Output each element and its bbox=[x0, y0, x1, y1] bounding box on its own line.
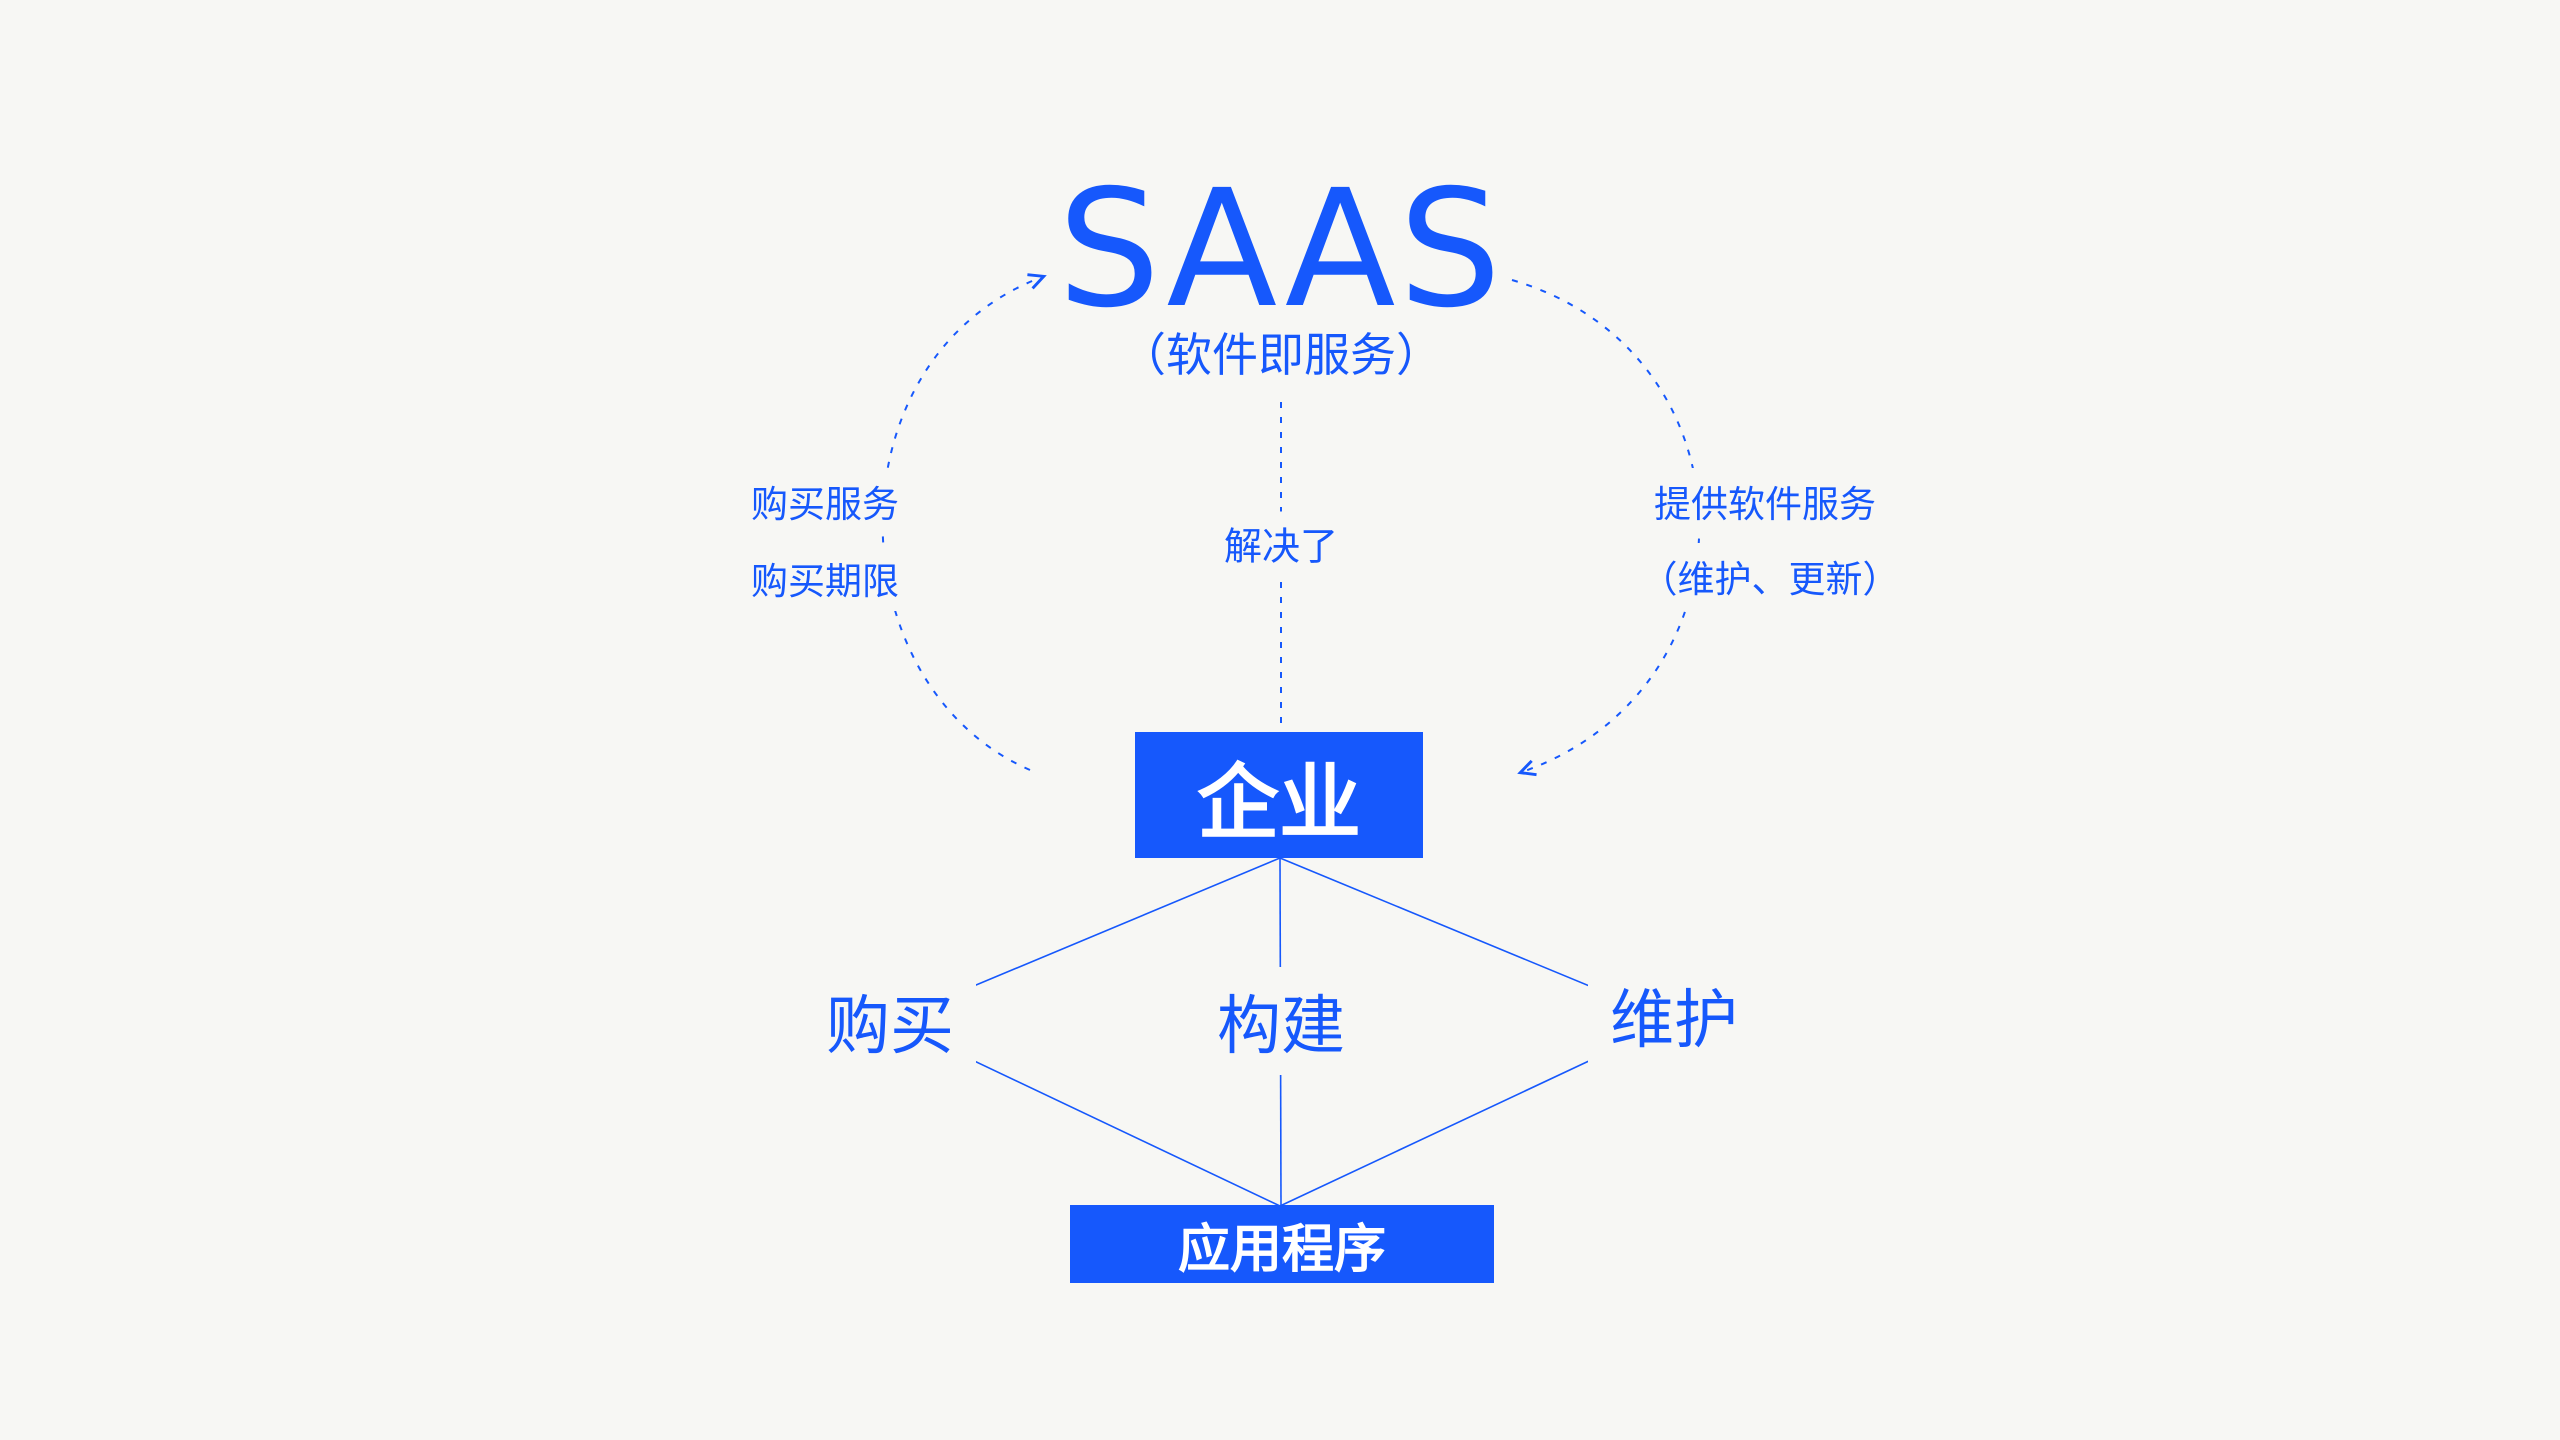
center-link-label: 解决了 bbox=[1207, 511, 1355, 575]
enterprise-box-label: 企业 bbox=[1196, 755, 1361, 851]
right-annotation-line1: 提供软件服务 bbox=[1640, 468, 1890, 534]
node-buy: 购买 bbox=[804, 967, 976, 1075]
diagram-title: SAAS bbox=[1057, 156, 1505, 344]
node-maintain: 维护 bbox=[1588, 961, 1760, 1069]
diagram-subtitle: （软件即服务） bbox=[1120, 328, 1442, 382]
application-box: 应用程序 bbox=[1070, 1205, 1494, 1283]
left-annotation-line1: 购买服务 bbox=[737, 468, 913, 534]
application-box-label: 应用程序 bbox=[1177, 1219, 1386, 1280]
node-build: 构建 bbox=[1195, 967, 1367, 1075]
right-annotation-line2: （维护、更新） bbox=[1626, 543, 1914, 609]
left-annotation-line2: 购买期限 bbox=[737, 545, 913, 611]
enterprise-box: 企业 bbox=[1135, 732, 1423, 858]
